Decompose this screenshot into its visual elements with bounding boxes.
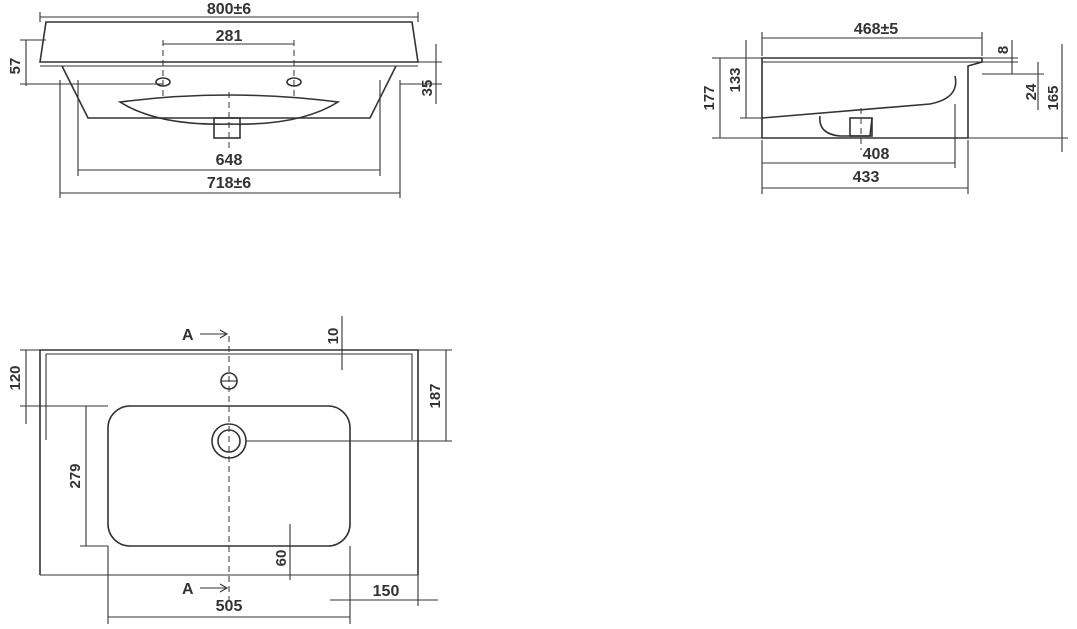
dim-drain-offset: 187 [427, 383, 444, 408]
side-drain-curve [819, 115, 873, 137]
section-arrow-bottom-head-icon [219, 583, 229, 593]
dim-top-depth: 468±5 [854, 21, 898, 38]
front-bowl [117, 94, 341, 125]
dim-overall-width: 800±6 [207, 1, 251, 18]
dim-bowl-length: 505 [216, 598, 243, 615]
dim-top-offset: 10 [325, 328, 342, 345]
side-bowl-curve [761, 75, 957, 119]
front-drain [213, 117, 241, 139]
dim-bowl-depth: 408 [863, 146, 890, 163]
front-rim-outline [39, 21, 419, 63]
dim-rim-height: 57 [7, 58, 24, 75]
dim-base-depth: 433 [853, 169, 880, 186]
dim-base-width: 718±6 [207, 175, 251, 192]
section-arrow-top-head-icon [219, 329, 229, 339]
dim-bowl-depth: 279 [67, 463, 84, 488]
dim-rim-thickness: 8 [995, 46, 1012, 54]
section-marker-top: A [182, 327, 194, 344]
dim-bowl-margin: 60 [273, 550, 290, 567]
section-marker-bottom: A [182, 581, 194, 598]
top-view: A A 10 120 187 279 60 505 150 [7, 316, 452, 624]
dim-bowl-width: 648 [216, 152, 243, 169]
front-view: 800±6 281 57 35 648 718±6 [7, 1, 442, 198]
dim-total-height: 177 [701, 85, 718, 110]
dim-right-height: 165 [1045, 85, 1062, 110]
dim-tap-hole-spacing: 281 [216, 28, 243, 45]
dim-bowl-height: 133 [727, 67, 744, 92]
side-view: 468±5 8 177 133 24 165 408 433 [701, 21, 1068, 194]
dim-rim-step: 24 [1023, 83, 1040, 100]
dim-side-margin: 150 [373, 583, 400, 600]
top-inner-edge [46, 353, 413, 440]
dim-tap-hole-offset: 120 [7, 365, 24, 390]
dim-rim-depth: 35 [419, 80, 436, 97]
